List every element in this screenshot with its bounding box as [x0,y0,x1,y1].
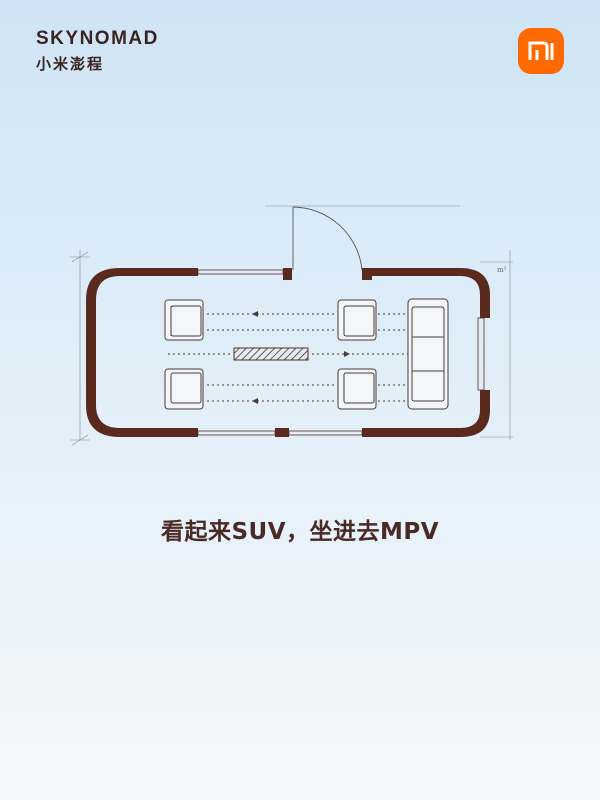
flow-lines [168,313,408,402]
front-wall [86,268,120,437]
armchair-icon [164,299,204,341]
dimension-lines [70,205,513,446]
armchair-icon [164,368,204,410]
area-unit-label: m² [497,266,507,274]
vehicle-walls [120,268,485,437]
sofa-icon [407,298,449,410]
brand-name-en: SKYNOMAD [36,28,159,49]
center-table [233,347,309,361]
arrow-icons [252,311,350,404]
xiaomi-logo-icon [518,28,564,74]
seats [164,298,449,410]
slogan-text: 看起来SUV，坐进去MPV [160,519,440,545]
armchair-icon [337,368,377,410]
door [292,206,363,271]
armchair-icon [337,299,377,341]
brand-name-cn: 小米澎程 [36,55,105,73]
floor-plan-diagram: m² [70,205,513,446]
rear-wall [460,268,490,318]
